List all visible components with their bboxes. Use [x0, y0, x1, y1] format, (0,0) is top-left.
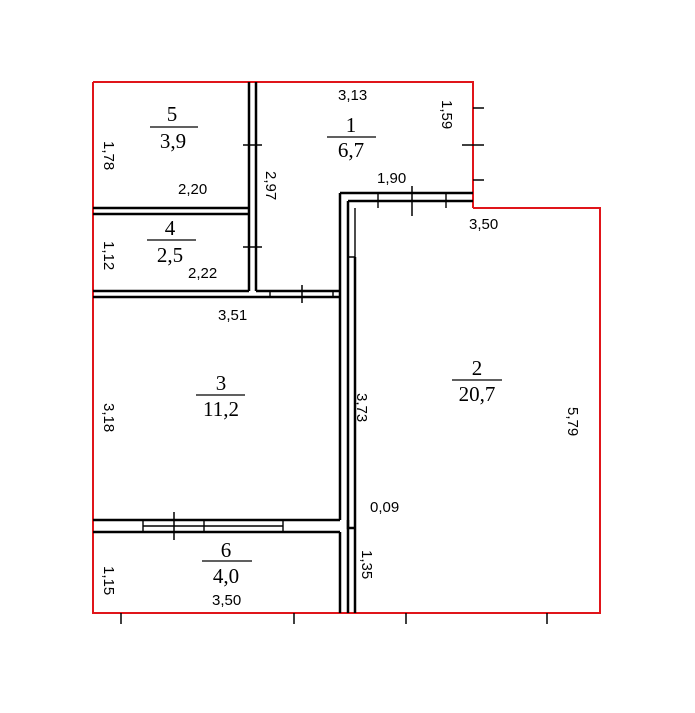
room-3-label: 3 11,2	[196, 371, 245, 421]
room-1-label: 1 6,7	[327, 113, 376, 162]
room-2-label: 2 20,7	[452, 356, 502, 406]
room-2-area: 20,7	[459, 382, 496, 406]
dim-room3-top: 3,51	[218, 307, 247, 324]
interior-walls	[93, 82, 473, 613]
room-4-number: 4	[165, 216, 176, 240]
room-6-label: 6 4,0	[202, 538, 252, 588]
dim-room2-gap: 0,09	[370, 499, 399, 516]
dim-room3-left: 3,18	[100, 403, 117, 432]
exterior-ticks	[120, 107, 548, 624]
dim-corridor-top: 1,90	[377, 170, 406, 187]
room-6-number: 6	[221, 538, 232, 562]
dim-room2-bottom-left: 1,35	[358, 550, 375, 579]
dim-room4-bottom: 2,22	[188, 265, 217, 282]
room-2-number: 2	[472, 356, 483, 380]
room-3-number: 3	[216, 371, 227, 395]
dimension-labels: 3,13 1,59 2,97 1,90 3,50 3,73 5,79 0,09 …	[100, 87, 581, 609]
room-5-number: 5	[167, 102, 178, 126]
dim-room6-left: 1,15	[100, 566, 117, 595]
boundary-outline	[92, 81, 601, 614]
room-3-area: 11,2	[203, 397, 239, 421]
dim-room5-bottom: 2,20	[178, 181, 207, 198]
room-4-area: 2,5	[157, 243, 183, 267]
dim-room1-left: 2,97	[262, 171, 279, 200]
dim-room2-top: 3,50	[469, 216, 498, 233]
room-1-area: 6,7	[338, 138, 364, 162]
room-5-label: 5 3,9	[150, 102, 198, 153]
dim-room4-left: 1,12	[100, 241, 117, 270]
dim-room5-left: 1,78	[100, 141, 117, 170]
room-6-area: 4,0	[213, 564, 239, 588]
room-4-label: 4 2,5	[147, 216, 196, 267]
dim-room6-bottom: 3,50	[212, 592, 241, 609]
dim-room1-top: 3,13	[338, 87, 367, 104]
dim-room1-right: 1,59	[438, 100, 455, 129]
dim-room2-left: 3,73	[353, 393, 370, 422]
room-5-area: 3,9	[160, 129, 186, 153]
room-1-number: 1	[346, 113, 357, 137]
dim-room2-right: 5,79	[564, 407, 581, 436]
door-openings	[142, 144, 447, 540]
